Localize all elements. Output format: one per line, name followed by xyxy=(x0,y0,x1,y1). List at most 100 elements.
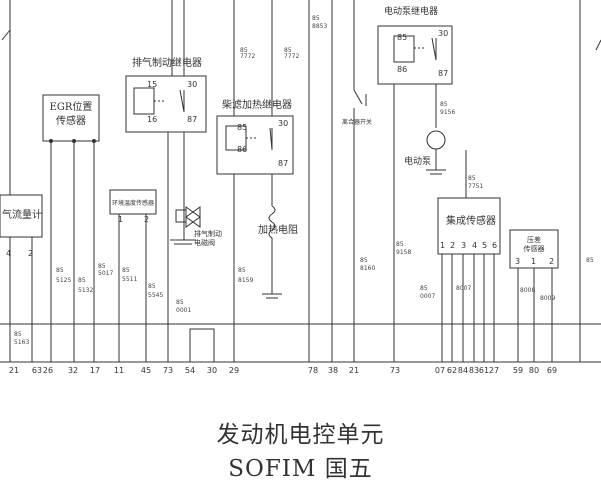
fuel-sensor-pin-2: 2 xyxy=(450,241,455,250)
diesel-relay-pin-30: 30 xyxy=(278,119,288,128)
ecu-pin-number: 17 xyxy=(90,366,100,375)
fuel-sensor-pin-3: 3 xyxy=(461,241,466,250)
pump-symbol xyxy=(426,130,446,150)
wiring-diagram: EGR位置传感器 气流量计 环境温度传感器 排气制动继电器 排气制动电磁阀 柴滤… xyxy=(0,0,601,375)
wire-code: 85 xyxy=(176,299,184,306)
diesel-relay-pin-85: 85 xyxy=(237,123,247,132)
ecu-pin-number: 11 xyxy=(114,366,124,375)
wire-code: 85 xyxy=(240,47,248,54)
ambient-sensor-label: 环境温度传感器 xyxy=(112,199,154,207)
wire-code: 85 xyxy=(586,257,594,264)
diesel-relay-label: 柴滤加热继电器 xyxy=(222,98,292,111)
wire-code: 7772 xyxy=(240,53,255,60)
pump-relay-pin-85: 85 xyxy=(397,33,407,42)
fuel-sensor-pin-4: 4 xyxy=(472,241,477,250)
exhaust-relay-pin-87: 87 xyxy=(187,115,197,124)
flow-meter-label: 气流量计 xyxy=(2,208,42,221)
wire-code: 8853 xyxy=(312,23,327,30)
fuel-sensor-pin-1: 1 xyxy=(440,241,445,250)
exhaust-valve-label: 排气制动电磁阀 xyxy=(194,229,222,247)
egr-sensor-label: EGR位置传感器 xyxy=(50,100,93,127)
ecu-pin-number: 54 xyxy=(185,366,195,375)
ecu-pin-number: 84 xyxy=(458,366,468,375)
wire-code: 85 xyxy=(56,267,64,274)
flow-meter-pin-4: 4 xyxy=(6,249,11,258)
wire-code: 8160 xyxy=(360,265,375,272)
ecu-pin-number: 29 xyxy=(229,366,239,375)
heater-symbol xyxy=(268,205,276,294)
ecu-pin-number: 45 xyxy=(141,366,151,375)
wire-code: 85 xyxy=(420,285,428,292)
exhaust-valve-symbol xyxy=(185,206,201,228)
wire-code: 5163 xyxy=(14,339,29,346)
wire-code: 0001 xyxy=(176,307,191,314)
ecu-pin-number: 63 xyxy=(32,366,42,375)
wire-code: 85 xyxy=(14,331,22,338)
ecu-pin-number: 27 xyxy=(489,366,499,375)
pump-relay-pin-30: 30 xyxy=(438,29,448,38)
clutch-switch-symbol xyxy=(353,89,363,105)
ecu-pin-number: 80 xyxy=(529,366,539,375)
ambient-sensor-pin-2: 2 xyxy=(144,215,149,224)
exhaust-relay-pin-30: 30 xyxy=(187,80,197,89)
wire-code: 5511 xyxy=(122,276,137,283)
wire-code: 7751 xyxy=(468,183,483,190)
wire-code: 85 xyxy=(148,283,156,290)
fuel-sensor-box xyxy=(437,197,501,255)
ecu-title: 发动机电控单元 xyxy=(216,422,385,448)
pressure-sensor-pin-1: 1 xyxy=(531,257,536,266)
wire-code: 9158 xyxy=(396,249,411,256)
ecu-subtitle: SOFIM 国五 xyxy=(228,456,373,482)
ecu-connector-block xyxy=(189,328,215,363)
exhaust-relay-box xyxy=(125,75,207,133)
ecu-pin-number: 59 xyxy=(513,366,523,375)
wire-code: 5125 xyxy=(56,277,71,284)
pump-relay-pin-86: 86 xyxy=(397,65,407,74)
ecu-pin-number: 61 xyxy=(479,366,489,375)
ecu-pin-number: 21 xyxy=(349,366,359,375)
ambient-sensor-box xyxy=(109,189,157,215)
fuel-sensor-pin-5: 5 xyxy=(482,241,487,250)
diesel-relay-box xyxy=(216,115,294,175)
ecu-pin-number: 69 xyxy=(547,366,557,375)
pressure-sensor-label: 压差传感器 xyxy=(524,235,545,253)
ecu-pin-number: 26 xyxy=(43,366,53,375)
egr-sensor-box xyxy=(42,94,100,142)
ecu-pin-number: 21 xyxy=(9,366,19,375)
ambient-sensor-pin-1: 1 xyxy=(118,215,123,224)
wire-code: 7772 xyxy=(284,53,299,60)
diesel-relay-pin-87: 87 xyxy=(278,159,288,168)
wire-code: 5545 xyxy=(148,292,163,299)
ecu-pin-number: 07 xyxy=(435,366,445,375)
flow-meter-box xyxy=(0,194,43,238)
wire-code: 85 xyxy=(360,257,368,264)
wire-code: 5017 xyxy=(98,270,113,277)
wire-code: 85 xyxy=(284,47,292,54)
pressure-sensor-pin-3: 3 xyxy=(515,257,520,266)
ecu-pin-number: 32 xyxy=(68,366,78,375)
ecu-pin-number: 38 xyxy=(328,366,338,375)
wire-code: 8009 xyxy=(540,295,555,302)
flow-meter-pin-2: 2 xyxy=(28,249,33,258)
wire-code: 8007 xyxy=(456,285,471,292)
ecu-pin-number: 73 xyxy=(163,366,173,375)
wire-code: 5132 xyxy=(78,287,93,294)
pressure-sensor-pin-2: 2 xyxy=(549,257,554,266)
wire-code: 85 xyxy=(238,267,246,274)
title-block: 发动机电控单元 SOFIM 国五 xyxy=(0,418,601,486)
wire-code: 85 xyxy=(396,241,404,248)
pump-relay-pin-87: 87 xyxy=(438,69,448,78)
clutch-switch-label: 离合器开关 xyxy=(342,118,372,126)
diesel-relay-pin-86: 86 xyxy=(237,145,247,154)
wire-code: 85 xyxy=(78,277,86,284)
ecu-pin-number: 83 xyxy=(469,366,479,375)
wire-code: 85 xyxy=(312,15,320,22)
exhaust-relay-label: 排气制动继电器 xyxy=(132,56,202,69)
fuel-sensor-label: 集成传感器 xyxy=(446,214,496,227)
wire-code: 8159 xyxy=(238,277,253,284)
fuel-sensor-pin-6: 6 xyxy=(492,241,497,250)
wire-code: 9156 xyxy=(440,109,455,116)
wire-code: 85 xyxy=(98,263,106,270)
pump-label: 电动泵 xyxy=(404,155,431,167)
